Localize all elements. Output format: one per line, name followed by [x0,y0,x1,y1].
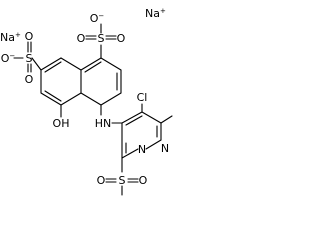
atom-s-top: S [98,32,105,45]
counter-ions: Na+ Na+ [0,7,166,44]
atom-o-bottom-left: O [97,174,106,187]
atom-cl: Cl [137,91,148,104]
atom-s-bottom: S [119,174,126,187]
atom-hn: HN [95,117,112,130]
atom-o-left-bottom: O [25,73,34,86]
atom-o-top-right: O [117,32,126,45]
atom-o-minus-top: O− [90,12,105,25]
sodium-ion-left: Na+ [0,31,21,44]
chemical-structure: O− S O O O− S O O OH HN Cl N N S O O Na+… [0,7,173,196]
atom-n-ring-right: N [161,142,169,155]
atom-o-top-left: O [77,32,86,45]
atom-s-left: S [26,52,33,65]
atom-o-left-top: O [25,30,34,43]
atom-n-ring-left: N [138,143,146,156]
bond-lines [13,23,173,196]
atom-labels: O− S O O O− S O O OH HN Cl N N S O O [1,12,169,187]
atom-o-bottom-right: O [139,174,148,187]
atom-o-minus-left: O− [1,52,16,65]
sodium-ion-top-right: Na+ [145,7,166,20]
atom-oh: OH [53,117,70,130]
